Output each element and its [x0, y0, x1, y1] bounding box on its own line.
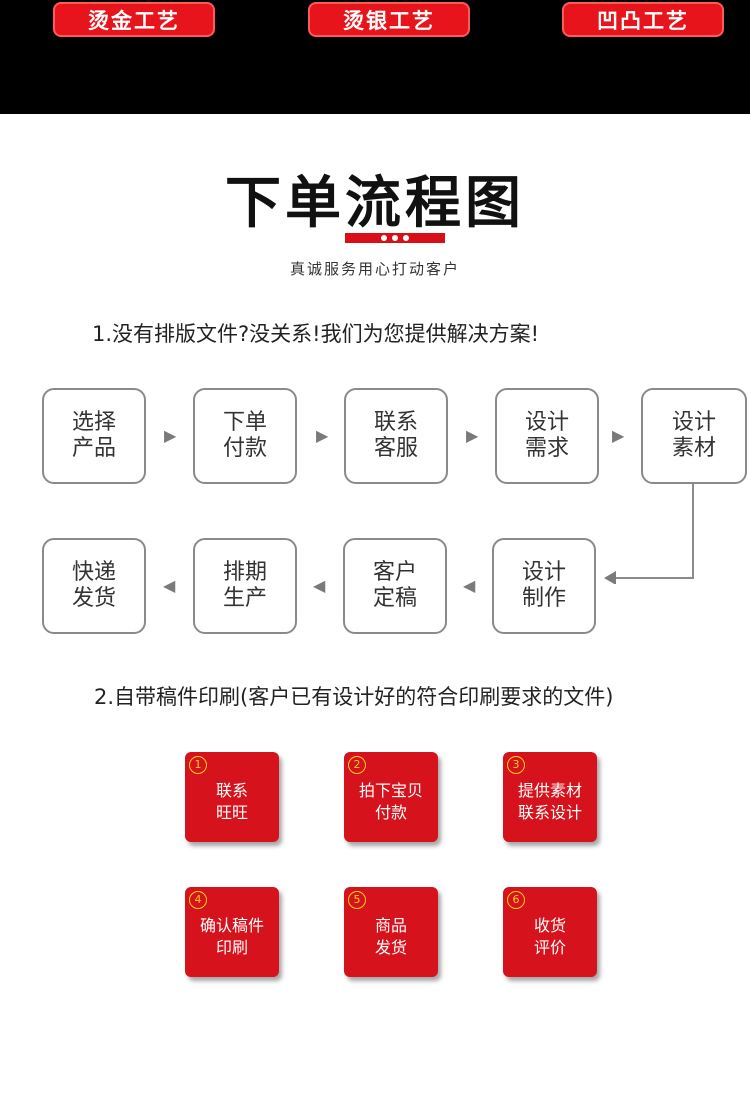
- card-buy-pay: 2 拍下宝贝 付款: [344, 752, 438, 842]
- arrow-right-icon: ▶: [164, 426, 177, 445]
- step-select-product: 选择 产品: [42, 388, 146, 484]
- arrow-right-icon: ▶: [316, 426, 329, 445]
- emboss-button[interactable]: 凹凸工艺: [562, 2, 724, 37]
- card-text: 确认稿件 印刷: [199, 916, 264, 957]
- hot-gold-button[interactable]: 烫金工艺: [53, 2, 215, 37]
- arrow-right-icon: ▶: [466, 426, 479, 445]
- arrow-right-icon: ▶: [612, 426, 625, 445]
- card-text: 提供素材 联系设计: [517, 781, 582, 822]
- page-subtitle: 真诚服务用心打动客户: [289, 260, 460, 278]
- card-text: 联系 旺旺: [215, 781, 248, 822]
- connector-arrow-icon: [604, 484, 694, 584]
- title-underline: [345, 233, 445, 243]
- number-badge: 1: [189, 756, 207, 774]
- card-provide-material: 3 提供素材 联系设计: [503, 752, 597, 842]
- number-badge: 5: [348, 891, 366, 909]
- number-badge: 4: [189, 891, 207, 909]
- step-express-delivery: 快递 发货: [42, 538, 146, 634]
- card-text: 拍下宝贝 付款: [358, 781, 423, 822]
- number-badge: 3: [507, 756, 525, 774]
- card-contact-wangwang: 1 联系 旺旺: [185, 752, 279, 842]
- card-text: 商品 发货: [374, 916, 407, 957]
- step-order-pay: 下单 付款: [193, 388, 297, 484]
- card-receive-review: 6 收货 评价: [503, 887, 597, 977]
- step-design-needs: 设计 需求: [495, 388, 599, 484]
- number-badge: 2: [348, 756, 366, 774]
- card-ship-goods: 5 商品 发货: [344, 887, 438, 977]
- step-design-make: 设计 制作: [492, 538, 596, 634]
- section2-heading: 2.自带稿件印刷(客户已有设计好的符合印刷要求的文件): [94, 685, 614, 709]
- number-badge: 6: [507, 891, 525, 909]
- arrow-left-icon: ◀: [163, 576, 176, 595]
- step-schedule-production: 排期 生产: [193, 538, 297, 634]
- hot-silver-button[interactable]: 烫银工艺: [308, 2, 470, 37]
- card-confirm-print: 4 确认稿件 印刷: [185, 887, 279, 977]
- top-banner: 烫金工艺 烫银工艺 凹凸工艺: [0, 0, 750, 114]
- step-contact-service: 联系 客服: [344, 388, 448, 484]
- arrow-left-icon: ◀: [313, 576, 326, 595]
- step-customer-confirm: 客户 定稿: [343, 538, 447, 634]
- arrow-left-icon: ◀: [463, 576, 476, 595]
- step-design-material: 设计 素材: [641, 388, 747, 484]
- section1-heading: 1.没有排版文件?没关系!我们为您提供解决方案!: [92, 322, 540, 346]
- card-text: 收货 评价: [533, 916, 566, 957]
- page-title: 下单流程图: [225, 171, 525, 236]
